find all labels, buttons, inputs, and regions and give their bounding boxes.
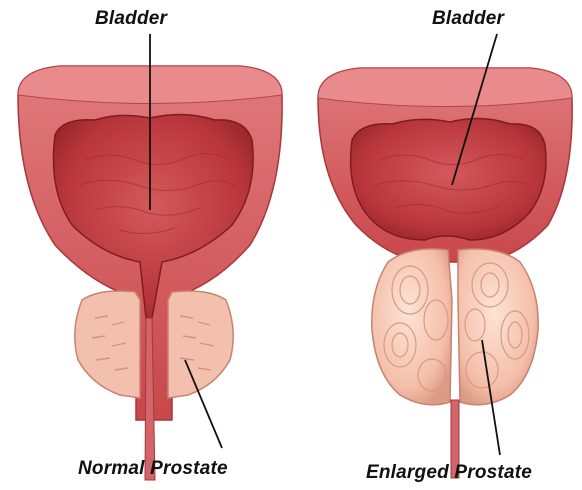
normal-bladder-cavity xyxy=(53,114,253,318)
enlarged-prostate-left-lobe xyxy=(372,249,452,405)
normal-prostate-right-lobe xyxy=(168,291,233,398)
enlarged-bladder-cavity xyxy=(351,118,546,240)
enlarged-prostate xyxy=(372,249,538,478)
normal-prostate-left-lobe xyxy=(75,291,140,398)
normal-prostate-label: Normal Prostate xyxy=(78,458,228,480)
enlarged-bladder xyxy=(318,68,572,262)
enlarged-bladder-label: Bladder xyxy=(432,8,504,30)
normal-bladder-label: Bladder xyxy=(95,8,167,30)
enlarged-prostate-label: Enlarged Prostate xyxy=(366,462,532,484)
